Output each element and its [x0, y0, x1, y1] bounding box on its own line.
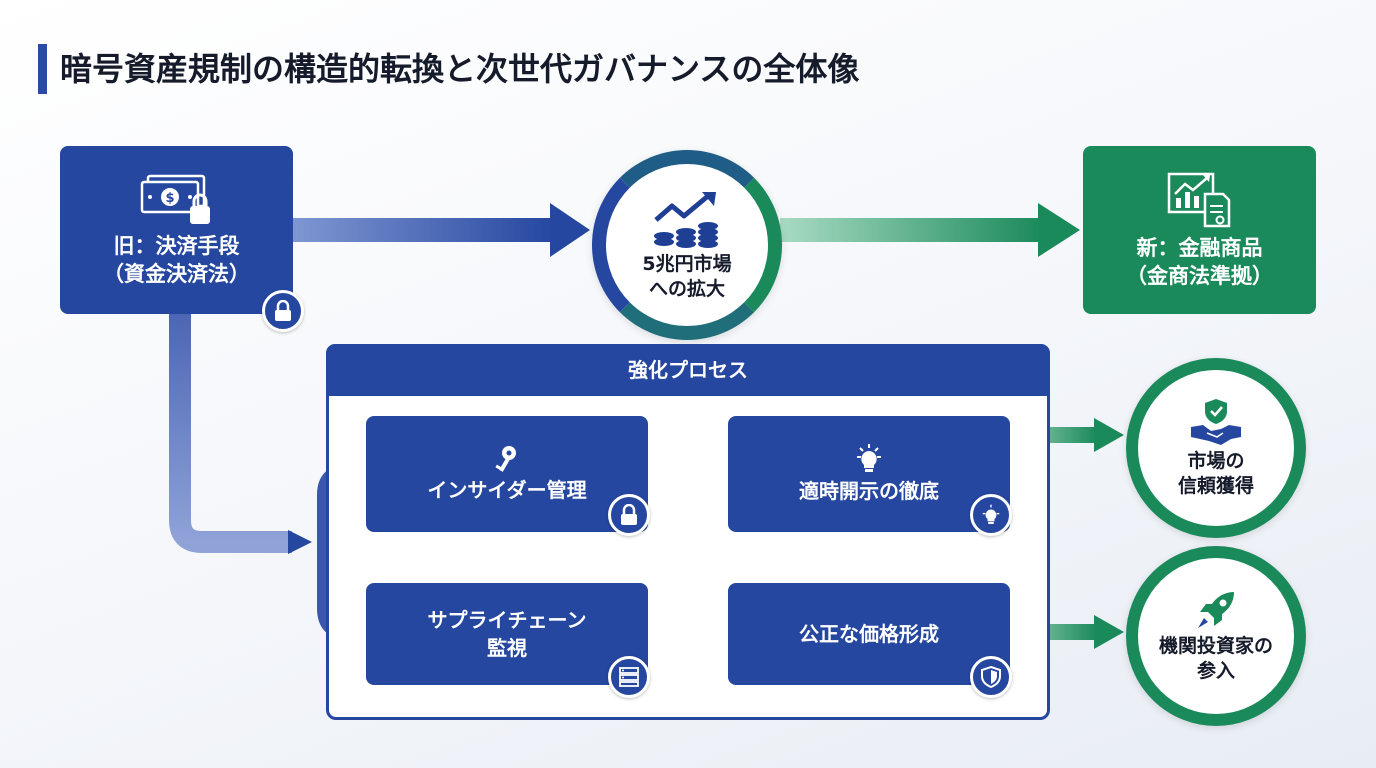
chart-document-icon — [1167, 172, 1230, 228]
timely-disclosure-label: 適時開示の徹底 — [799, 479, 939, 503]
handshake-shield-icon — [1191, 399, 1241, 445]
old-regime-box: $ 旧：決済手段 （資金決済法） — [60, 146, 293, 314]
lock-badge-insider — [608, 494, 650, 536]
old-regime-line1: 旧：決済手段 — [113, 234, 240, 258]
shield-icon — [981, 665, 1001, 689]
new-regime-line1: 新：金融商品 — [1136, 236, 1263, 260]
server-icon — [619, 667, 639, 687]
lock-badge-old — [262, 290, 304, 332]
market-trust-line2: 信頼獲得 — [1177, 475, 1254, 497]
new-regime-line2: （金商法準拠） — [1126, 264, 1273, 288]
arrow-market-to-new — [780, 203, 1080, 257]
lightbulb-icon — [982, 504, 1000, 524]
insider-management-box: インサイダー管理 — [366, 416, 648, 532]
money-lock-icon: $ — [140, 174, 210, 224]
process-header: 強化プロセス — [326, 344, 1050, 396]
key-icon — [495, 446, 516, 472]
arrow-old-to-market — [292, 203, 590, 257]
supply-chain-box: サプライチェーン 監視 — [366, 583, 648, 685]
fair-price-box: 公正な価格形成 — [728, 583, 1010, 685]
timely-disclosure-box: 適時開示の徹底 — [728, 416, 1010, 532]
market-line1: 5兆円市場 — [642, 253, 732, 275]
lightbulb-badge — [970, 494, 1012, 536]
institutional-investors-line1: 機関投資家の — [1158, 635, 1273, 657]
page-title: 暗号資産規制の構造的転換と次世代ガバナンスの全体像 — [60, 50, 860, 88]
arrow-old-to-process — [169, 314, 312, 554]
supply-chain-line2: 監視 — [487, 636, 527, 660]
lightbulb-icon — [857, 444, 881, 472]
old-regime-line2: （資金決済法） — [103, 262, 250, 286]
institutional-investors-circle: 機関投資家の 参入 — [1126, 546, 1306, 726]
supply-chain-line1: サプライチェーン — [427, 608, 587, 632]
shield-badge — [970, 656, 1012, 698]
coins-growth-icon — [654, 192, 718, 248]
market-line2: への拡大 — [648, 278, 725, 300]
new-regime-box: 新：金融商品 （金商法準拠） — [1083, 146, 1316, 314]
fair-price-label: 公正な価格形成 — [799, 622, 939, 646]
title-accent-bar — [38, 44, 47, 94]
server-badge — [608, 656, 650, 698]
rocket-icon — [1198, 592, 1234, 628]
market-trust-line1: 市場の — [1187, 450, 1245, 472]
market-trust-circle: 市場の 信頼獲得 — [1126, 358, 1306, 538]
institutional-investors-line2: 参入 — [1196, 660, 1235, 682]
lock-icon — [275, 300, 291, 321]
market-expansion-circle: 5兆円市場 への拡大 — [592, 150, 782, 340]
lock-icon — [621, 504, 637, 525]
svg-text:$: $ — [165, 191, 174, 206]
insider-management-label: インサイダー管理 — [427, 478, 587, 502]
